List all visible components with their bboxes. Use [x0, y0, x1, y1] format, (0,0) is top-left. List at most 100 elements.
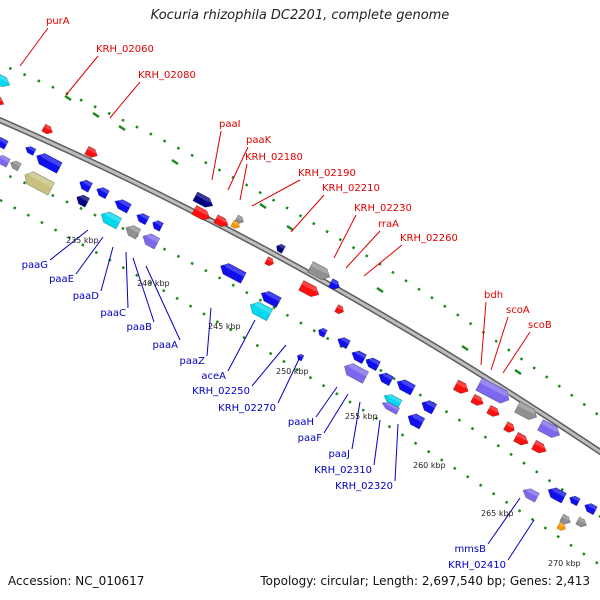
- gene-shape: [249, 301, 274, 322]
- reverse-gene-label: paaH: [288, 417, 314, 428]
- leader-line: [211, 130, 222, 181]
- gene-shape: [514, 401, 538, 420]
- gene-shape: [0, 137, 9, 150]
- gene-shape: [36, 153, 63, 174]
- gene-shape: [0, 91, 5, 106]
- track-dash: [286, 224, 294, 232]
- gene-shape: [24, 171, 55, 196]
- gene-arrow: [41, 123, 54, 135]
- leader-line: [227, 146, 249, 191]
- forward-gene-label: KRH_02210: [322, 183, 380, 194]
- gene-shine: [516, 432, 530, 441]
- gene-shine: [479, 378, 511, 397]
- gene-shape: [298, 280, 320, 298]
- gene-shape: [351, 350, 367, 365]
- gene-arrow: [559, 513, 572, 525]
- gene-arrow: [547, 487, 567, 504]
- gene-shape: [381, 402, 400, 415]
- track-dash: [118, 124, 126, 132]
- gene-shine: [97, 186, 110, 194]
- kbp-tick-label: 265 kbp: [481, 509, 514, 518]
- gene-shine: [549, 487, 567, 498]
- gene-arrow: [234, 214, 245, 224]
- map-title: Kocuria rhizophila DC2201, complete geno…: [150, 8, 450, 23]
- gene-shine: [385, 393, 402, 404]
- gene-shape: [125, 225, 142, 240]
- gene-arrow: [125, 224, 142, 240]
- gene-arrow: [84, 145, 99, 158]
- forward-gene-label: KRH_02260: [400, 233, 458, 244]
- gene-shine: [127, 224, 141, 234]
- gene-shape: [569, 495, 581, 507]
- gene-shape: [192, 191, 214, 208]
- gene-shape: [213, 214, 229, 227]
- reverse-gene-label: KRH_02320: [335, 481, 393, 492]
- leader-line: [109, 81, 141, 119]
- leader-line: [315, 386, 338, 418]
- gene-arrow: [503, 421, 516, 433]
- track-dash: [64, 94, 72, 102]
- reverse-gene-label: KRH_02270: [218, 403, 276, 414]
- gene-shape: [344, 363, 370, 384]
- gene-shine: [137, 212, 150, 220]
- gene-shine: [298, 354, 304, 358]
- gene-shape: [584, 503, 598, 516]
- gene-shine: [78, 194, 90, 202]
- gene-arrow: [96, 186, 110, 200]
- gene-arrow: [378, 372, 394, 387]
- leader-line: [394, 423, 399, 482]
- gene-shape: [470, 393, 484, 406]
- gene-shine: [506, 422, 516, 429]
- gene-shine: [558, 522, 567, 528]
- leader-line: [351, 401, 361, 450]
- gene-shine: [43, 124, 54, 131]
- gene-shape: [365, 357, 381, 372]
- gene-shine: [577, 517, 588, 524]
- gene-arrow: [142, 233, 161, 250]
- leader-line: [239, 163, 248, 201]
- gene-shine: [423, 399, 437, 409]
- gene-shape: [276, 243, 286, 254]
- gene-shape: [559, 513, 571, 525]
- track-dash: [259, 202, 267, 210]
- gene-arrow: [383, 393, 403, 409]
- gene-shape: [328, 278, 340, 290]
- leader-line: [19, 27, 49, 67]
- gene-shape: [475, 377, 510, 404]
- gene-shape: [513, 431, 529, 446]
- gene-arrow: [365, 357, 381, 372]
- gene-shape: [407, 413, 426, 430]
- gene-shape: [10, 160, 22, 172]
- reverse-gene-label: paaB: [127, 322, 153, 333]
- track-dash: [514, 368, 522, 376]
- gene-shape: [114, 199, 132, 214]
- gene-arrow: [79, 179, 94, 193]
- gene-shape: [136, 213, 150, 226]
- leader-line: [487, 497, 521, 545]
- gene-arrow: [537, 419, 562, 438]
- gene-arrow: [191, 204, 212, 221]
- forward-gene-label: KRH_02060: [96, 44, 154, 55]
- gene-shape: [264, 256, 274, 267]
- gene-shine: [540, 420, 562, 433]
- gene-shape: [383, 394, 403, 409]
- forward-gene-label: paaI: [219, 119, 241, 130]
- gene-shape: [41, 123, 53, 135]
- gene-arrow: [0, 136, 9, 150]
- gene-shine: [382, 401, 400, 411]
- reverse-gene-label: paaE: [49, 274, 74, 285]
- gene-shine: [336, 304, 345, 310]
- gene-shine: [222, 262, 247, 277]
- gene-arrow: [470, 393, 485, 406]
- gene-shape: [452, 379, 469, 394]
- track-dots: [0, 62, 600, 567]
- gene-shape: [191, 204, 211, 221]
- gene-arrow: [344, 363, 370, 384]
- gene-arrow: [0, 91, 6, 106]
- gene-arrow: [220, 262, 247, 284]
- gene-arrow: [452, 379, 470, 394]
- reverse-gene-label: KRH_02310: [314, 465, 372, 476]
- gene-arrow: [10, 160, 22, 172]
- gene-shine: [346, 363, 369, 377]
- accession-label: Accession: NC_010617: [8, 574, 145, 588]
